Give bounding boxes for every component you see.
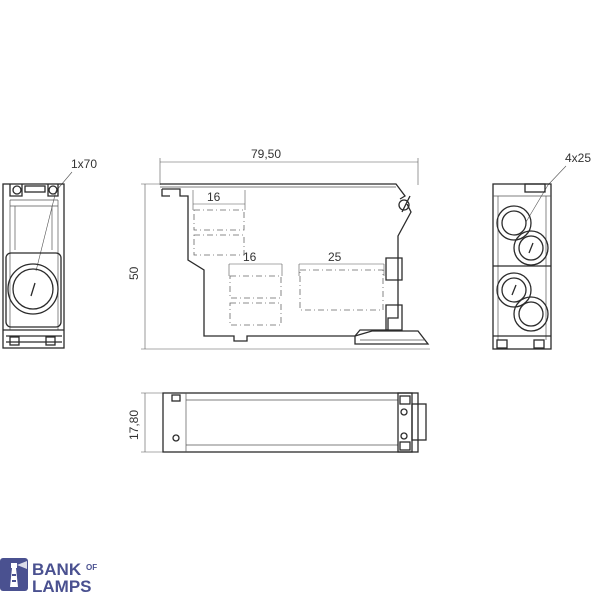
terminal-top-slot-1: [193, 209, 245, 231]
logo-lamps: LAMPS: [32, 577, 92, 596]
base-foot: [354, 330, 430, 345]
hinge-link: [401, 195, 411, 213]
top-left-tab: [171, 394, 181, 402]
top-right-tab-lower: [399, 441, 411, 451]
terminal-lower-slot-1: [229, 275, 282, 299]
top-right-lever: [411, 403, 427, 441]
latch-pin-left: [12, 185, 22, 195]
bank-of-lamps-logo: BANK OF LAMPS: [0, 558, 97, 596]
right-side-view: 4x25: [492, 151, 591, 350]
bottom-tab-left: [9, 336, 20, 346]
din-clip-upper: [385, 257, 403, 281]
terminal-right-slot: [299, 269, 384, 311]
terminal-lower-slot-2: [229, 302, 282, 326]
left-view-body: [2, 183, 65, 349]
terminal-top-slot-2: [193, 234, 245, 256]
logo-bank: BANK: [32, 560, 82, 579]
front-corner-top: [161, 189, 170, 197]
lighthouse-icon: [0, 558, 28, 591]
gland-4-outer: [513, 296, 549, 332]
gland-2-inner: [518, 235, 544, 261]
top-right-tab-upper: [399, 395, 411, 405]
label-4x25: 4x25: [565, 151, 591, 165]
gland-indicator: [30, 282, 36, 297]
top-right-hole-lower: [400, 432, 408, 440]
hinge-screw: [398, 199, 410, 211]
top-clip: [9, 184, 59, 197]
label-terminal-top: 16: [207, 190, 221, 204]
gland-outer-ring: [7, 263, 59, 315]
right-bottom-tab-left: [496, 339, 508, 349]
gland-inner-ring: [12, 268, 54, 310]
lid-top: [160, 183, 406, 200]
gland-1-outer: [496, 205, 532, 241]
front-body-outline: [162, 188, 412, 342]
label-width: 79,50: [251, 147, 281, 161]
right-top-latch: [524, 183, 546, 193]
label-height: 50: [127, 266, 141, 280]
label-1x70: 1x70: [71, 157, 97, 171]
callout-leader-right: [547, 165, 567, 186]
label-terminal-right: 25: [328, 250, 342, 264]
bottom-clip-lines: [6, 335, 62, 343]
top-view: 17,80: [127, 392, 427, 453]
gland-1-inner: [501, 210, 527, 236]
right-bottom-tab-right: [533, 339, 545, 349]
label-depth: 17,80: [127, 410, 141, 440]
top-view-body: [162, 392, 419, 453]
gland-housing: [5, 252, 62, 328]
gland-3-inner: [501, 277, 527, 303]
gland-2-indicator: [528, 242, 534, 254]
logo-of: OF: [86, 563, 97, 572]
top-right-hole-upper: [400, 408, 408, 416]
callout-leader-left-2: [35, 190, 57, 272]
gland-3-indicator: [511, 284, 517, 296]
gland-3-outer: [496, 272, 532, 308]
gland-2-outer: [513, 230, 549, 266]
gland-4-inner: [518, 301, 544, 327]
top-latch: [24, 185, 46, 193]
din-clip-lower: [385, 304, 403, 331]
callout-leader-left: [55, 171, 73, 192]
bottom-tab-right: [45, 336, 56, 346]
label-terminal-lower: 16: [243, 250, 257, 264]
front-view: 79,50 50 16 16: [127, 147, 430, 350]
latch-pin-right: [48, 185, 58, 195]
top-left-hole: [172, 434, 180, 442]
left-side-view: 1x70: [2, 157, 97, 349]
